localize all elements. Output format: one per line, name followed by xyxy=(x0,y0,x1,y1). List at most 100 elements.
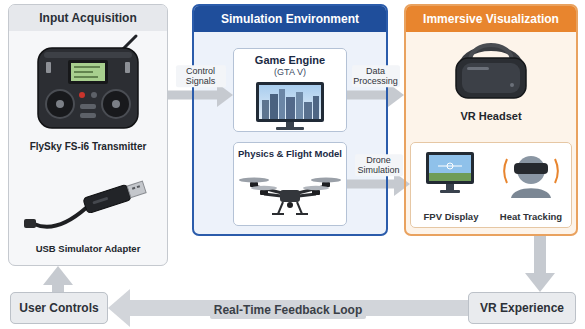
edge-label-holder: Drone Simulation xyxy=(355,177,403,200)
transmitter-illustration xyxy=(74,76,98,78)
panel-heading: Immersive Visualization xyxy=(406,6,576,32)
transmitter-illustration xyxy=(46,90,74,118)
box-fill xyxy=(404,4,578,236)
monitor-illustration xyxy=(259,85,321,119)
loop-box: User Controls xyxy=(10,292,108,324)
transmitter-illustration xyxy=(91,92,97,98)
connector-arrow xyxy=(52,285,64,292)
loop-label: User Controls xyxy=(15,301,102,315)
drone-illustration xyxy=(280,190,300,202)
usb-adapter-illustration xyxy=(83,184,132,213)
connector-arrow xyxy=(347,91,388,100)
drone-illustration xyxy=(297,202,302,214)
label-holder: VR Headset xyxy=(411,106,571,124)
head-tracking-illustration xyxy=(504,159,507,183)
connector-arrow xyxy=(534,236,546,273)
head-tracking-illustration xyxy=(504,156,557,198)
part-label: USB Simulator Adapter xyxy=(36,243,141,254)
box-fill xyxy=(192,4,388,236)
label-holder: FlySky FS-i6 Transmitter xyxy=(8,136,168,154)
drone-illustration xyxy=(239,178,341,215)
vr-headset-illustration xyxy=(462,63,520,93)
drone-illustration xyxy=(251,186,277,190)
usb-adapter-illustration xyxy=(137,185,140,188)
loop-box: VR Experience xyxy=(468,292,576,324)
drone-illustration xyxy=(296,213,308,215)
vr-headset-illustration xyxy=(467,67,489,70)
box-fill xyxy=(410,142,572,228)
transmitter-illustration xyxy=(79,92,85,98)
fpv-display-illustration xyxy=(446,184,454,190)
box-fill xyxy=(10,292,108,324)
box-fill xyxy=(468,292,576,324)
transmitter-illustration xyxy=(74,66,100,68)
edge-label: Drone Simulation xyxy=(355,154,403,177)
monitor-illustration xyxy=(276,127,304,130)
head-tracking-illustration xyxy=(511,188,551,198)
drone-illustration xyxy=(239,178,269,183)
process-box: Game Engine(GTA V) xyxy=(233,48,347,132)
edge-label: Control Signals xyxy=(176,65,226,88)
monitor-illustration xyxy=(262,100,269,119)
box-title: Physics & Flight Model xyxy=(234,143,346,159)
vr-headset-illustration xyxy=(456,58,526,98)
head-tracking-illustration xyxy=(514,163,548,174)
drone-illustration xyxy=(278,202,283,214)
icon-caption: FPV Display xyxy=(411,211,491,222)
part-label: VR Headset xyxy=(460,110,521,123)
transmitter-illustration xyxy=(44,52,132,58)
transmitter-illustration xyxy=(125,62,130,73)
icon-caption: Heat Tracking xyxy=(491,211,571,222)
loop-label: VR Experience xyxy=(476,301,568,315)
monitor-illustration xyxy=(296,92,303,119)
transmitter-illustration xyxy=(46,62,51,73)
transmitter-illustration xyxy=(112,100,120,108)
monitor-illustration xyxy=(313,96,319,119)
monitor-illustration xyxy=(279,89,285,119)
edge-label-holder: Control Signals xyxy=(176,88,226,111)
box-subtitle: (GTA V) xyxy=(234,67,346,78)
label-holder: USB Simulator Adapter xyxy=(8,238,168,256)
panel-heading: Simulation Environment xyxy=(194,6,386,32)
fpv-display-illustration xyxy=(429,155,471,173)
usb-adapter-illustration xyxy=(92,197,108,205)
transmitter-illustration xyxy=(74,71,93,73)
drone-illustration xyxy=(311,178,341,183)
drone-illustration xyxy=(260,190,268,195)
panel-heading: Input Acquisition xyxy=(9,5,167,31)
box-title: Game Engine xyxy=(234,49,346,67)
drone-illustration xyxy=(287,202,293,208)
head-tracking-illustration xyxy=(555,159,558,183)
drone-illustration xyxy=(272,213,284,215)
fpv-display-illustration xyxy=(440,190,460,193)
transmitter-illustration xyxy=(68,60,108,84)
simulation-panel: Simulation EnvironmentGame Engine(GTA V)… xyxy=(192,4,388,236)
vr-headset-illustration xyxy=(510,83,514,87)
fpv-display-illustration xyxy=(426,152,474,193)
usb-adapter-illustration xyxy=(127,181,146,197)
monitor-illustration xyxy=(286,122,294,127)
box-fill xyxy=(8,4,578,324)
edge-label-holder: Data Processing xyxy=(352,88,400,111)
box-fill xyxy=(233,142,347,226)
monitor-illustration xyxy=(286,97,295,119)
monitor-illustration xyxy=(256,82,324,122)
transmitter-illustration xyxy=(102,90,130,118)
monitor-illustration xyxy=(270,94,278,119)
box-fill xyxy=(8,4,168,266)
monitor-illustration xyxy=(304,102,312,119)
edge-label: Data Processing xyxy=(352,65,400,88)
transmitter-illustration xyxy=(56,100,64,108)
drone-illustration xyxy=(303,186,329,190)
edge-label: Real-Time Feedback Loop xyxy=(210,303,366,319)
usb-adapter-illustration xyxy=(24,179,147,228)
monitor-illustration xyxy=(256,82,324,130)
transmitter-illustration xyxy=(80,104,96,109)
usb-adapter-illustration xyxy=(24,219,36,228)
usb-adapter-illustration xyxy=(34,208,86,227)
part-label: FlySky FS-i6 Transmitter xyxy=(30,141,147,153)
usb-adapter-illustration xyxy=(83,179,147,213)
